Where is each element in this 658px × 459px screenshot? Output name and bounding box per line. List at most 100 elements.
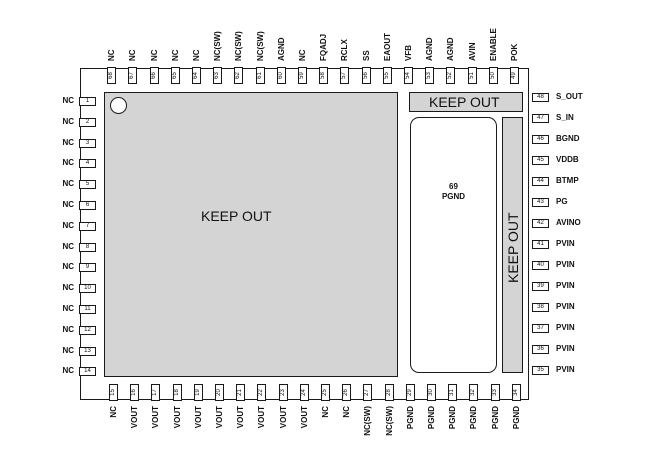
pin-name: PVIN — [556, 344, 575, 353]
pin-name: PGND — [490, 406, 500, 430]
pin-number: 54 — [405, 72, 411, 79]
exposed-pad: 69 PGND — [410, 117, 497, 373]
pin-pad — [215, 384, 224, 401]
pin-number: 66 — [150, 72, 157, 79]
pin-pad — [532, 135, 549, 144]
pin-number: 31 — [449, 389, 456, 396]
pin-pad — [446, 67, 456, 84]
pin-pad — [79, 97, 96, 106]
pin-name: BGND — [556, 134, 580, 143]
pin-name: NC — [62, 283, 74, 293]
pin-pad — [467, 67, 477, 84]
pin-number: 51 — [468, 72, 475, 79]
pin-pad — [79, 263, 96, 273]
pin-number: 23 — [279, 389, 286, 396]
pin-number: 22 — [258, 389, 265, 396]
pin-name: NC — [62, 200, 74, 209]
pin-number: 3 — [85, 139, 90, 146]
pin-name: NC — [149, 49, 159, 61]
pin-number: 38 — [537, 304, 544, 310]
pin-number: 34 — [512, 389, 519, 396]
pin-number: 48 — [537, 94, 544, 100]
pin-pad — [488, 67, 498, 84]
exposed-pad-number: 69 — [449, 182, 458, 191]
pin-pad — [425, 67, 435, 84]
pin-name: PGND — [448, 406, 458, 430]
pin-name: FQADJ — [319, 33, 329, 61]
pin-number: 14 — [84, 368, 91, 375]
pin-name: VOUT — [130, 406, 140, 429]
pin-pad — [405, 384, 415, 401]
pin-number: 52 — [447, 72, 454, 79]
pin-pad — [469, 384, 479, 401]
pin-number: 60 — [277, 72, 284, 79]
pin-number: 26 — [343, 389, 350, 396]
pin-number: 35 — [537, 367, 544, 373]
pin-name: S_IN — [556, 113, 574, 122]
pin-pad — [448, 384, 458, 401]
pin-name: VFB — [404, 45, 413, 61]
pin-name: NC — [128, 49, 138, 61]
pin-number: 17 — [152, 389, 159, 396]
pin-pad — [384, 384, 394, 401]
pin-pad — [170, 67, 180, 84]
pin-number: 11 — [84, 306, 91, 312]
pin-name: NC — [321, 406, 330, 418]
pin-pad — [107, 67, 117, 84]
pin-name: PGND — [469, 406, 479, 430]
pin-name: NC — [62, 241, 74, 251]
pin-name: NC — [192, 49, 201, 61]
pin-number: 49 — [511, 72, 517, 79]
pin-name: PVIN — [556, 260, 575, 269]
keepout-right-vertical-label: KEEP OUT — [505, 212, 521, 283]
pin-pad — [382, 67, 392, 84]
pin-pad — [427, 384, 436, 401]
pin-number: 39 — [537, 283, 544, 289]
pin-name: PGND — [405, 406, 415, 430]
pin-pad — [79, 325, 96, 335]
pin-number: 12 — [84, 326, 91, 333]
pin-pad — [298, 67, 307, 84]
pin-number: 68 — [108, 72, 115, 79]
pin-number: 9 — [85, 264, 90, 271]
pin-number: 19 — [194, 389, 201, 396]
pin-pad — [532, 261, 549, 270]
pin-name: PVIN — [556, 365, 575, 374]
pin-number: 24 — [300, 389, 307, 396]
pin-name: BTMP — [556, 176, 579, 185]
pin-number: 18 — [173, 389, 180, 396]
pin-number: 33 — [491, 389, 498, 396]
pin-number: 55 — [383, 72, 390, 79]
pin-name: NC — [62, 116, 74, 126]
pin-name: NC — [62, 158, 74, 168]
pin-number: 63 — [214, 72, 221, 79]
pin-name: NC(SW) — [213, 31, 223, 61]
pin-pad — [255, 67, 265, 84]
pin-name: AVINO — [556, 218, 581, 227]
pin-number: 29 — [406, 389, 413, 396]
pin-number: 4 — [85, 160, 90, 167]
pin-number: 43 — [537, 199, 544, 205]
pin-name: NC — [109, 406, 118, 418]
pin-name: AGND — [446, 37, 456, 61]
pin-name: NC — [62, 179, 74, 189]
pin-name: NC — [107, 49, 117, 61]
pin-name: NC — [342, 406, 352, 418]
pin-pad — [79, 284, 96, 294]
pin-pad — [490, 384, 500, 401]
pin-name: NC — [62, 345, 74, 355]
pin-pad — [532, 345, 549, 354]
pin-pad — [151, 384, 161, 401]
pin-name: NC — [62, 262, 74, 272]
pin-number: 1 — [85, 98, 90, 104]
pin-name: S_OUT — [556, 92, 583, 101]
pin-number: 50 — [489, 72, 496, 79]
pin-number: 36 — [537, 346, 544, 352]
pin-number: 10 — [84, 285, 91, 292]
pin-number: 47 — [537, 115, 544, 121]
pin-name: NC — [62, 96, 74, 105]
pin-number: 21 — [237, 389, 244, 396]
pin-pad — [361, 67, 371, 84]
pin-number: 40 — [537, 262, 544, 268]
pin-name: NC — [62, 220, 74, 230]
